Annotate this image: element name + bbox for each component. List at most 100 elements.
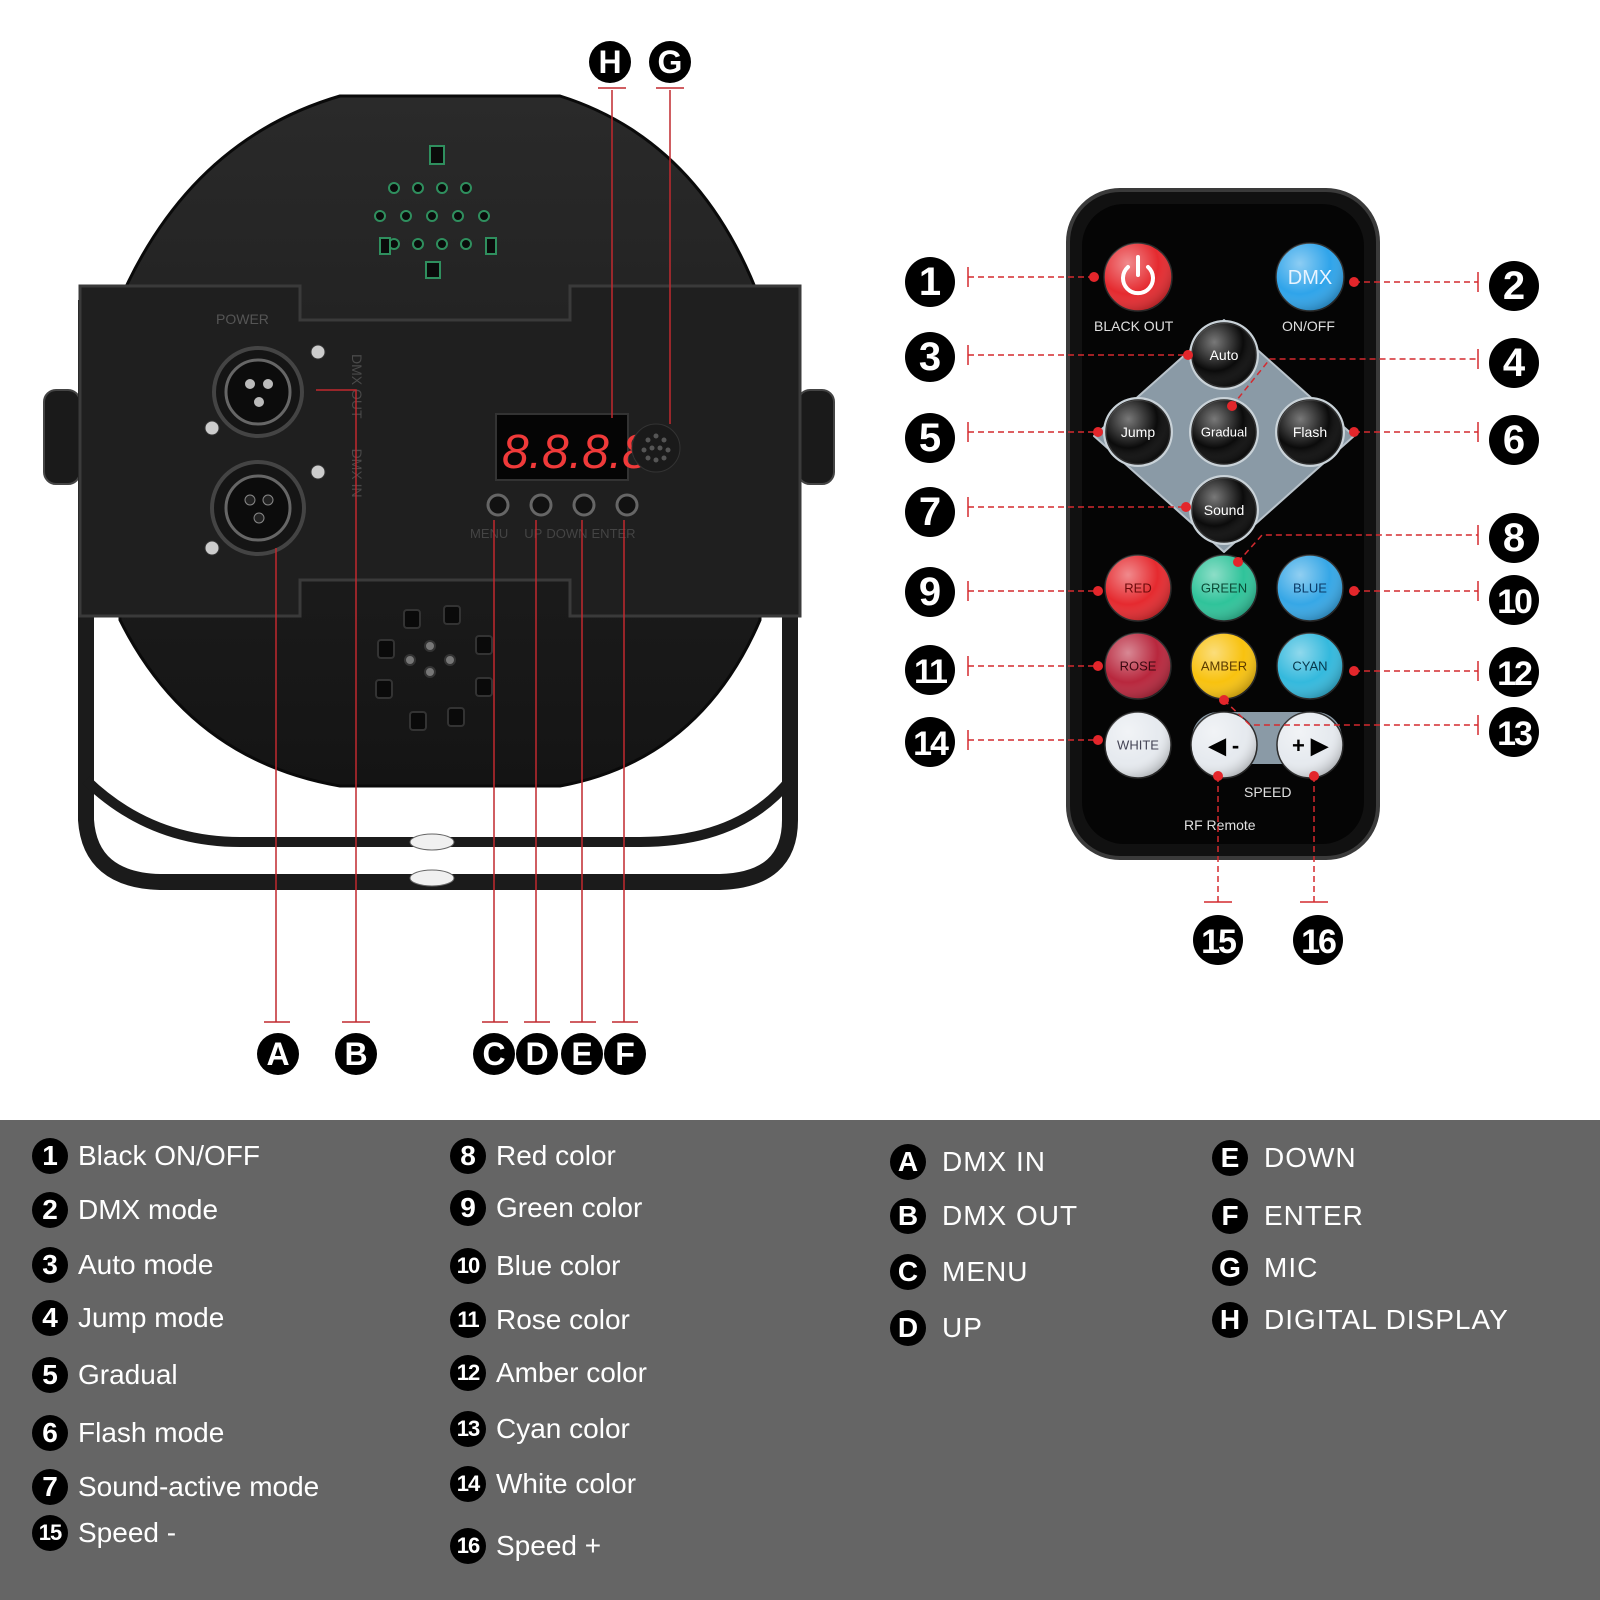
rose-button[interactable]: ROSE — [1104, 632, 1172, 700]
menu-button[interactable] — [486, 493, 510, 517]
blue-button-label: BLUE — [1293, 581, 1327, 596]
remote-callout-1: 1 — [905, 257, 955, 307]
callout-dot-icon — [1349, 666, 1359, 676]
enter-button[interactable] — [615, 493, 639, 517]
legend-badge-icon: C — [890, 1254, 926, 1290]
green-button[interactable]: GREEN — [1190, 554, 1258, 622]
legend-badge-icon: 1 — [32, 1138, 68, 1174]
amber-button[interactable]: AMBER — [1190, 632, 1258, 700]
legend-item-c: C MENU — [890, 1252, 1028, 1292]
svg-text:D: D — [525, 1036, 548, 1072]
callout-badge-icon — [1293, 915, 1343, 965]
callout-dot-icon — [1219, 695, 1229, 705]
cyan-button-label: CYAN — [1292, 659, 1327, 674]
power-label: POWER — [216, 311, 269, 327]
right-knob-icon — [797, 389, 835, 485]
red-button-label: RED — [1124, 581, 1151, 596]
device-callout-g: G — [649, 41, 691, 83]
gradual-button[interactable]: Gradual — [1189, 397, 1259, 467]
callout-badge-icon — [905, 413, 955, 463]
callout-badge-icon — [905, 567, 955, 617]
callout-badge-icon — [473, 1033, 515, 1075]
callout-badge-icon — [589, 41, 631, 83]
speed-label: SPEED — [1244, 784, 1291, 800]
legend-badge-icon: 14 — [450, 1466, 486, 1502]
legend-badge-icon: 8 — [450, 1138, 486, 1174]
callout-dot-icon — [1093, 735, 1103, 745]
jump-button[interactable]: Jump — [1103, 397, 1173, 467]
remote-callout-14: 14 — [905, 717, 955, 767]
device-callout-e: E — [561, 1033, 603, 1075]
callout-dot-icon — [1349, 427, 1359, 437]
blue-button[interactable]: BLUE — [1276, 554, 1344, 622]
remote-callout-5: 5 — [905, 413, 955, 463]
speed-plus-button[interactable]: + ▶ — [1276, 711, 1344, 779]
callout-badge-icon — [905, 332, 955, 382]
rf-remote-label: RF Remote — [1184, 817, 1256, 833]
black-out-button[interactable] — [1103, 242, 1173, 312]
up-button[interactable] — [529, 493, 553, 517]
svg-text:11: 11 — [914, 653, 947, 691]
red-button[interactable]: RED — [1104, 554, 1172, 622]
legend-badge-icon: 15 — [32, 1515, 68, 1551]
white-button-label: WHITE — [1117, 738, 1159, 753]
legend-text: Blue color — [496, 1250, 621, 1281]
auto-button[interactable]: Auto — [1189, 320, 1259, 390]
sound-button[interactable]: Sound — [1189, 475, 1259, 545]
top-vent — [374, 145, 497, 279]
callout-badge-icon — [1193, 915, 1243, 965]
callout-dot-icon — [1181, 502, 1191, 512]
left-knob-icon — [43, 389, 81, 485]
bracket-hole-icon — [409, 833, 455, 851]
legend-text: MENU — [942, 1256, 1029, 1287]
legend-text: Cyan color — [496, 1413, 630, 1444]
flash-button[interactable]: Flash — [1275, 397, 1345, 467]
device-callout-h: H — [589, 41, 631, 83]
svg-text:5: 5 — [919, 416, 941, 460]
remote-leader-lines — [968, 276, 1478, 902]
cyan-button[interactable]: CYAN — [1276, 632, 1344, 700]
amber-button-label: AMBER — [1201, 659, 1247, 674]
remote-callout-6: 6 — [1489, 415, 1539, 465]
legend-text: Flash mode — [78, 1417, 225, 1448]
legend-badge-icon: 7 — [32, 1469, 68, 1505]
remote-callout-8: 8 — [1489, 513, 1539, 563]
legend-text: DMX mode — [78, 1194, 219, 1225]
callout-dot-icon — [1233, 557, 1243, 567]
callout-badge-icon — [905, 487, 955, 537]
callout-dot-icon — [1349, 277, 1359, 287]
remote-callout-16: 16 — [1293, 915, 1343, 965]
device-leader-lines — [264, 87, 684, 1023]
legend-badge-icon: F — [1212, 1198, 1248, 1234]
dmx-button-label: DMX — [1288, 267, 1332, 289]
legend-badge-icon: 12 — [450, 1355, 486, 1391]
bottom-vent — [375, 605, 493, 731]
dmx-button[interactable]: DMX — [1275, 242, 1345, 312]
remote-callout-2: 2 — [1489, 261, 1539, 311]
par-light-back: POWER DMX OUTDMX IN 8.8.8.8. — [43, 94, 835, 890]
svg-text:16: 16 — [1301, 923, 1336, 961]
svg-text:10: 10 — [1497, 583, 1532, 621]
legend-text: Gradual — [78, 1359, 178, 1390]
svg-text:12: 12 — [1497, 655, 1532, 693]
down-button[interactable] — [572, 493, 596, 517]
remote-callout-9: 9 — [905, 567, 955, 617]
white-button[interactable]: WHITE — [1104, 711, 1172, 779]
remote-callout-15: 15 — [1193, 915, 1243, 965]
remote-callout-11: 11 — [905, 645, 955, 695]
svg-text:13: 13 — [1497, 715, 1532, 753]
callout-badge-icon — [1489, 513, 1539, 563]
speed-minus-button[interactable]: ◀ - — [1190, 711, 1258, 779]
power-icon — [1121, 255, 1155, 296]
